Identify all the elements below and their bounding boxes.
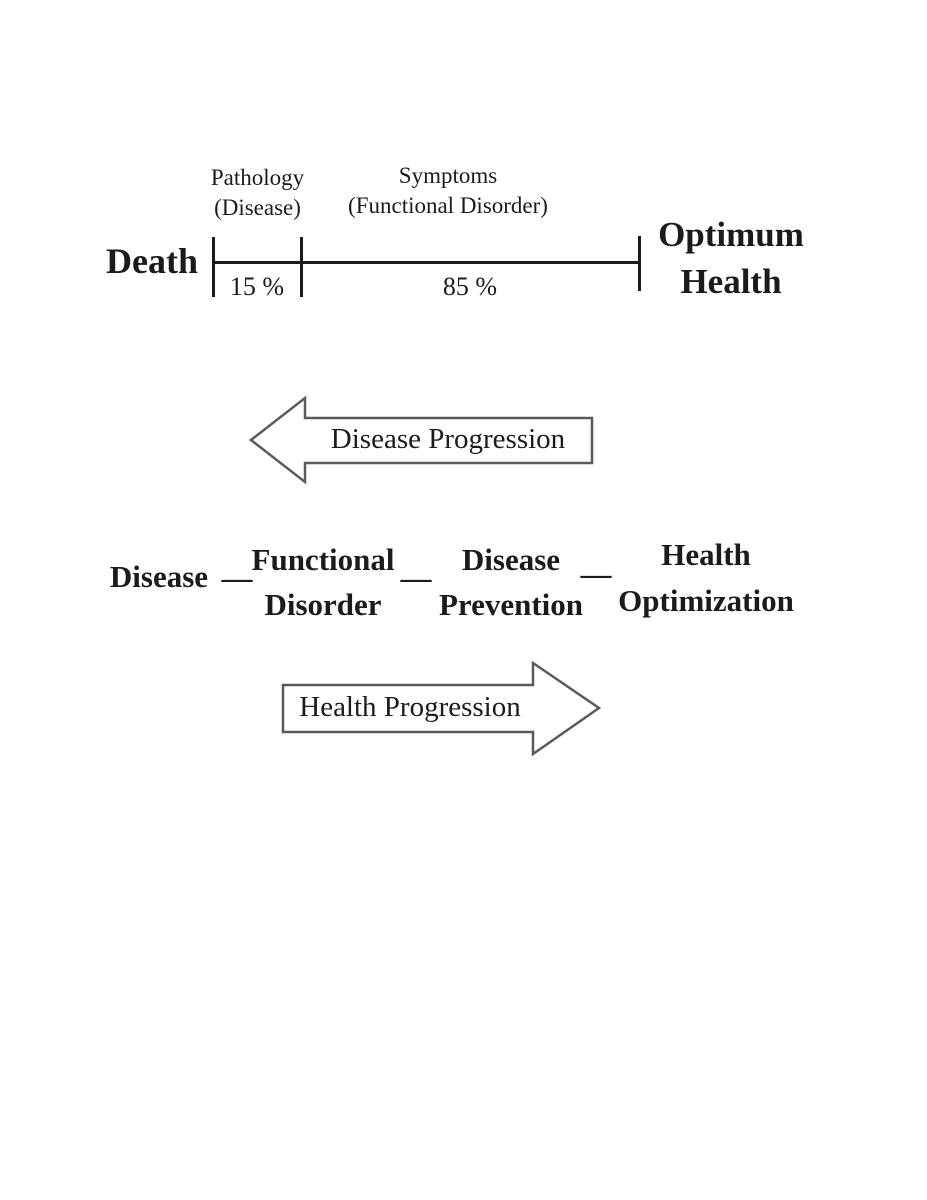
- continuum-item-health-optimization-line2: Optimization: [618, 583, 794, 618]
- timeline-right-endpoint-line2: Health: [680, 262, 782, 301]
- continuum-item-disease-prevention: Disease Prevention: [430, 537, 592, 627]
- continuum-separator-dash: —: [580, 556, 612, 591]
- segment-symptoms-label: Symptoms (Functional Disorder): [333, 161, 563, 221]
- segment-symptoms-label-line1: Symptoms: [398, 163, 498, 188]
- disease-progression-arrow-icon: [248, 395, 594, 485]
- segment-pathology-label-line1: Pathology: [210, 165, 305, 190]
- continuum-item-disease-prevention-line1: Disease: [461, 542, 561, 577]
- health-progression-label: Health Progression: [299, 691, 521, 723]
- timeline-tick-left: [212, 237, 215, 297]
- continuum-item-health-optimization-line1: Health: [661, 537, 751, 572]
- segment-pathology-label: Pathology (Disease): [190, 163, 325, 223]
- segment-pathology-label-line2: (Disease): [214, 195, 301, 220]
- continuum-item-disease-line1: Disease: [109, 559, 209, 594]
- timeline-left-endpoint-label: Death: [106, 241, 198, 281]
- timeline-tick-right: [638, 236, 641, 291]
- timeline-tick-middle: [300, 237, 303, 297]
- continuum-item-disease: Disease: [98, 560, 220, 594]
- segment-symptoms-label-line2: (Functional Disorder): [348, 193, 548, 218]
- disease-progression-label: Disease Progression: [330, 423, 566, 455]
- continuum-item-functional-disorder-line1: Functional: [251, 542, 395, 577]
- timeline-right-endpoint-line1: Optimum: [658, 215, 804, 254]
- continuum-item-disease-prevention-line2: Prevention: [438, 587, 584, 622]
- continuum-item-functional-disorder: Functional Disorder: [247, 537, 399, 627]
- timeline-axis-line: [213, 261, 641, 264]
- continuum-separator-dash: —: [221, 560, 253, 595]
- segment-pathology-percent: 15 %: [229, 272, 285, 301]
- continuum-item-functional-disorder-line2: Disorder: [264, 587, 382, 622]
- continuum-item-health-optimization: Health Optimization: [608, 532, 804, 624]
- segment-symptoms-percent: 85 %: [442, 272, 498, 301]
- continuum-separator-dash: —: [400, 560, 432, 595]
- timeline-right-endpoint-label: Optimum Health: [646, 211, 816, 305]
- health-progression-arrow-icon: [281, 660, 602, 757]
